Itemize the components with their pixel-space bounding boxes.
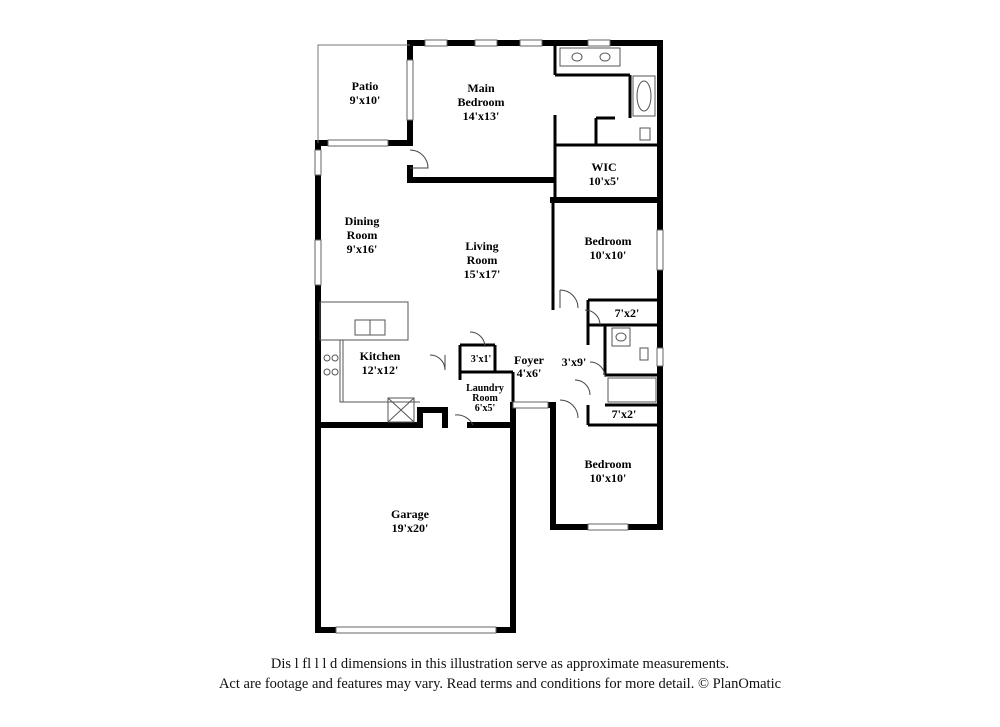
room-dimension: 10'x10' (590, 248, 627, 262)
room-name: Room (347, 228, 378, 242)
room-dimension: 7'x2' (615, 306, 640, 320)
room-closet-3x1: 3'x1' (471, 354, 492, 365)
disclaimer-line-1: Dis l fl l l d dimensions in this illust… (270, 656, 730, 672)
room-name: WIC (591, 160, 616, 174)
room-living-room: Living Room 15'x17' (464, 239, 501, 281)
kitchen-counters (319, 301, 420, 423)
room-dimension: 14'x13' (463, 109, 500, 123)
room-wic: WIC 10'x5' (589, 160, 620, 188)
room-dimension: 9'x10' (350, 93, 381, 107)
room-bedroom-upper: Bedroom 10'x10' (584, 234, 631, 262)
room-garage: Garage 19'x20' (391, 507, 430, 535)
room-patio: Patio 9'x10' (350, 79, 381, 107)
room-name: Laundry (466, 383, 504, 394)
room-name: Living (465, 239, 498, 253)
room-name: Room (472, 393, 498, 404)
room-main-bedroom: Main Bedroom 14'x13' (457, 81, 504, 123)
room-closet-upper: 7'x2' (615, 306, 640, 320)
room-dimension: 10'x5' (589, 174, 620, 188)
disclaimer-line-2: Act are footage and features may vary. R… (218, 676, 782, 692)
room-laundry: Laundry Room 6'x5' (466, 383, 504, 414)
windows (314, 39, 664, 634)
room-bedroom-lower: Bedroom 10'x10' (584, 457, 631, 485)
room-hall: 3'x9' (562, 355, 587, 369)
room-name: Bedroom (584, 457, 631, 471)
patio-outline (317, 44, 410, 143)
walls (315, 40, 663, 633)
room-name: Room (467, 253, 498, 267)
room-name: Bedroom (584, 234, 631, 248)
room-dimension: 9'x16' (347, 242, 378, 256)
room-name: Garage (391, 507, 430, 521)
room-dimension: 19'x20' (392, 521, 429, 535)
interior-walls (458, 45, 658, 427)
room-name: Dining (345, 214, 380, 228)
room-dimension: 7'x2' (612, 407, 637, 421)
room-dimension: 3'x1' (471, 354, 492, 365)
room-dimension: 4'x6' (517, 366, 542, 380)
room-name: Foyer (514, 353, 545, 367)
room-dining-room: Dining Room 9'x16' (345, 214, 380, 256)
room-name: Patio (352, 79, 379, 93)
room-dimension: 15'x17' (464, 267, 501, 281)
room-dimension: 3'x9' (562, 355, 587, 369)
room-dimension: 10'x10' (590, 471, 627, 485)
room-name: Bedroom (457, 95, 504, 109)
bath-fixtures (559, 47, 657, 403)
doors (409, 149, 606, 426)
room-name: Kitchen (360, 349, 401, 363)
room-kitchen: Kitchen 12'x12' (360, 349, 401, 377)
room-dimension: 12'x12' (362, 363, 399, 377)
room-closet-lower: 7'x2' (612, 407, 637, 421)
room-foyer: Foyer 4'x6' (514, 353, 545, 380)
room-dimension: 6'x5' (475, 403, 496, 414)
room-name: Main (467, 81, 495, 95)
